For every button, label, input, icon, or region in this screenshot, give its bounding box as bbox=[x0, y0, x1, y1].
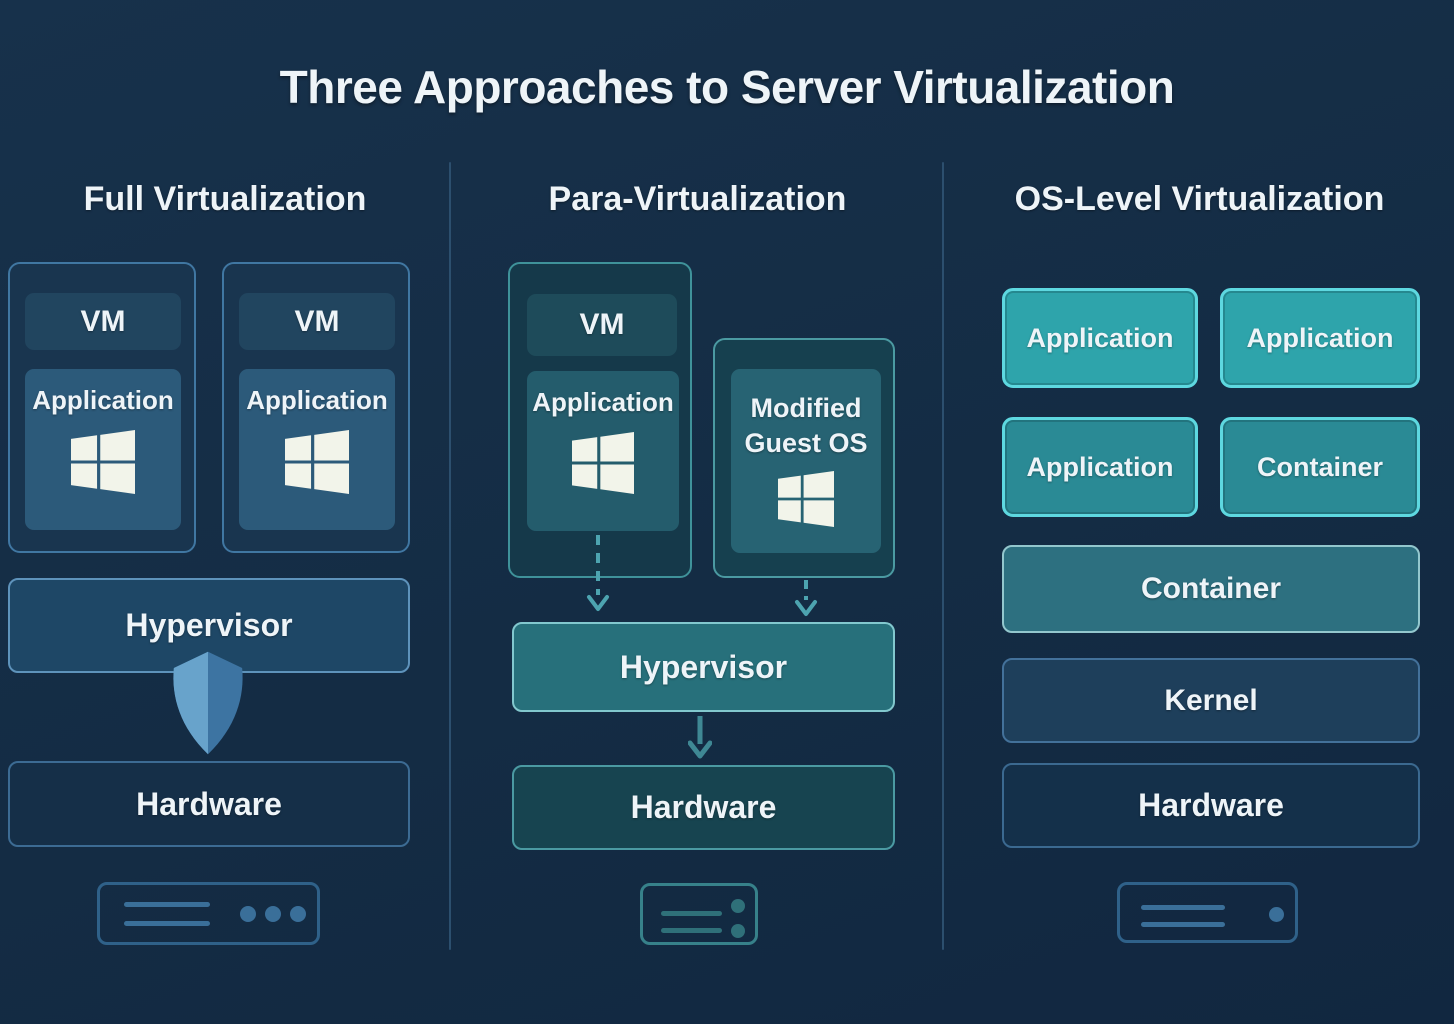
application-box: Application bbox=[25, 369, 181, 530]
shield-icon bbox=[173, 651, 243, 755]
windows-logo-icon bbox=[285, 430, 349, 494]
vm-label: VM bbox=[579, 308, 625, 341]
modified-guest-os-box: Modified Guest OS bbox=[713, 338, 895, 578]
hypervisor-label: Hypervisor bbox=[125, 607, 293, 643]
para-vm-box: VM Application bbox=[508, 262, 692, 578]
dashed-down-arrow-icon bbox=[795, 580, 817, 616]
server-led-dot bbox=[240, 906, 256, 922]
application-label: Application bbox=[246, 385, 388, 415]
modified-guest-os-label: Modified Guest OS bbox=[744, 393, 868, 459]
server-slot-line bbox=[661, 928, 722, 933]
vm-label-box: VM bbox=[239, 293, 395, 350]
os-application-box-3: Application bbox=[1002, 417, 1198, 517]
os-hardware-box: Hardware bbox=[1002, 763, 1420, 848]
vm-label-box: VM bbox=[25, 293, 181, 350]
server-slot-line bbox=[1141, 905, 1225, 910]
application-label: Application bbox=[1026, 322, 1174, 353]
application-label: Application bbox=[1026, 451, 1174, 482]
server-slot-line bbox=[1141, 922, 1225, 927]
windows-logo-icon bbox=[572, 432, 634, 494]
vm-label: VM bbox=[294, 304, 340, 338]
server-slot-line bbox=[124, 902, 210, 907]
server-icon bbox=[97, 882, 320, 945]
full-vm-box-2: VM Application bbox=[222, 262, 410, 553]
vm-label-box: VM bbox=[527, 294, 677, 356]
server-icon bbox=[1117, 882, 1298, 943]
server-led-dot bbox=[290, 906, 306, 922]
heading-os-level-virtualization: OS-Level Virtualization bbox=[1014, 180, 1385, 218]
server-slot-line bbox=[124, 921, 210, 926]
heading-para-virtualization: Para-Virtualization bbox=[548, 180, 847, 218]
application-box: Application bbox=[527, 371, 679, 531]
application-label: Application bbox=[1246, 322, 1394, 353]
hardware-label: Hardware bbox=[630, 789, 777, 825]
hardware-label: Hardware bbox=[1138, 787, 1284, 823]
application-label: Application bbox=[32, 385, 174, 415]
para-hypervisor-box: Hypervisor bbox=[512, 622, 895, 712]
server-led-dot bbox=[731, 924, 745, 938]
para-hardware-box: Hardware bbox=[512, 765, 895, 850]
full-vm-box-1: VM Application bbox=[8, 262, 196, 553]
server-icon bbox=[640, 883, 758, 945]
solid-down-arrow-icon bbox=[688, 716, 712, 759]
dashed-down-arrow-icon bbox=[587, 535, 609, 611]
windows-logo-icon bbox=[71, 430, 135, 494]
os-application-box-1: Application bbox=[1002, 288, 1198, 388]
vm-label: VM bbox=[80, 304, 126, 338]
os-container-box-small: Container bbox=[1220, 417, 1420, 517]
server-led-dot bbox=[265, 906, 281, 922]
application-box: Application bbox=[239, 369, 395, 530]
heading-full-virtualization: Full Virtualization bbox=[83, 180, 367, 218]
hardware-label: Hardware bbox=[136, 785, 282, 822]
full-hardware-box: Hardware bbox=[8, 761, 410, 847]
server-led-dot bbox=[731, 899, 745, 913]
container-label: Container bbox=[1140, 572, 1281, 605]
server-slot-line bbox=[661, 911, 722, 916]
application-label: Application bbox=[532, 387, 674, 417]
modified-guest-os-inner: Modified Guest OS bbox=[731, 369, 881, 553]
os-container-box-large: Container bbox=[1002, 545, 1420, 633]
os-application-box-2: Application bbox=[1220, 288, 1420, 388]
container-label: Container bbox=[1256, 451, 1383, 482]
column-divider-2 bbox=[942, 162, 944, 950]
kernel-label: Kernel bbox=[1164, 683, 1258, 717]
server-led-dot bbox=[1269, 907, 1284, 922]
page-title: Three Approaches to Server Virtualizatio… bbox=[279, 61, 1175, 113]
hypervisor-label: Hypervisor bbox=[619, 648, 788, 685]
column-divider-1 bbox=[449, 162, 451, 950]
os-kernel-box: Kernel bbox=[1002, 658, 1420, 743]
windows-logo-icon bbox=[778, 471, 834, 528]
